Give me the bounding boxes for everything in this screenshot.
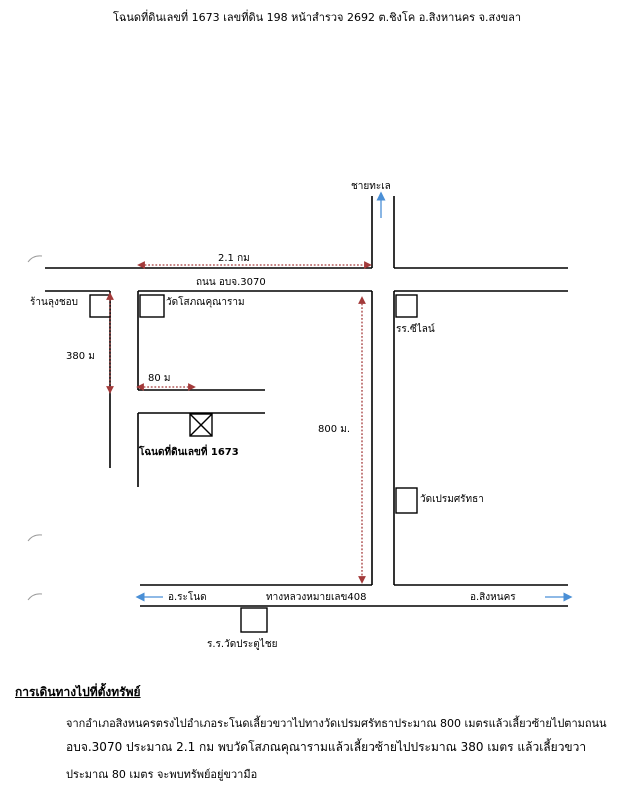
document-title: โฉนดที่ดินเลขที่ 1673 เลขที่ดิน 198 หน้า… [112, 11, 522, 24]
label-highway-408: ทางหลวงหมายเลข408 [266, 592, 366, 603]
directions-heading: การเดินทางไปที่ตั้งทรัพย์ [15, 685, 141, 699]
directions-line-2: อบจ.3070 ประมาณ 2.1 กม พบวัดโสภณคุณารามแ… [66, 740, 587, 754]
label-distance-2-1km: 2.1 กม [218, 253, 250, 264]
directions-line-1: จากอำเภอสิงหนครตรงไปอำเภอระโนดเลี้ยวขวาไ… [66, 717, 607, 730]
label-shop: ร้านลุงชอบ [30, 296, 78, 308]
landmarks [89, 294, 418, 633]
land-parcel-marker-icon [189, 413, 213, 437]
label-beach: ชายทะเล [351, 181, 391, 192]
wat-prem-box [395, 487, 418, 514]
label-land-parcel: โฉนดที่ดินเลขที่ 1673 [138, 444, 239, 458]
shop-box [89, 294, 111, 318]
label-to-singhanakhon: อ.สิงหนคร [470, 592, 516, 603]
binder-hole-marks [27, 255, 43, 601]
label-wat-prem: วัดเปรมศรัทธา [420, 494, 484, 505]
school-wat-pratu-box [240, 607, 268, 633]
label-distance-800m: 800 ม. [318, 424, 350, 435]
label-wat-sopon: วัดโสภณคุณาราม [166, 295, 245, 308]
directions-line-3: ประมาณ 80 เมตร จะพบทรัพย์อยู่ขวามือ [66, 768, 258, 781]
label-distance-80m: 80 ม [148, 373, 171, 384]
label-school-wat-pratu: ร.ร.วัดประตูไชย [207, 638, 277, 650]
label-road-3070: ถนน อบจ.3070 [196, 277, 266, 288]
road-network [45, 196, 568, 607]
wat-sopon-box [139, 294, 165, 318]
label-to-ranot: อ.ระโนด [168, 590, 207, 603]
school-sri-lan-box [395, 294, 418, 318]
label-distance-380m: 380 ม [66, 351, 95, 362]
label-school-sri-lan: รร.ซีไลน์ [396, 323, 435, 335]
